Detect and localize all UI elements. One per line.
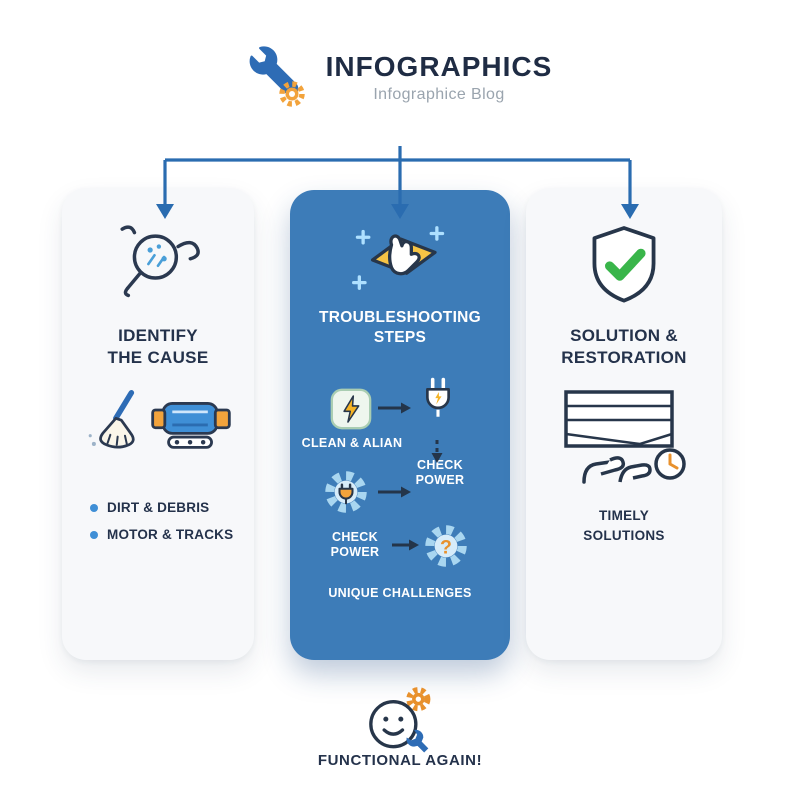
wipe-hand-icon — [352, 226, 445, 290]
card-solution-restoration: SOLUTION & RESTORATION TIMELY SOLUTIONS — [526, 188, 722, 660]
list-item: DIRT & DEBRIS — [90, 500, 233, 515]
solution-title-line2: RESTORATION — [561, 348, 687, 368]
cause-bullet-list: DIRT & DEBRIS MOTOR & TRACKS — [90, 500, 233, 542]
card-troubleshooting: TROUBLESHOOTING STEPS CLEAN & ALIAN CHEC… — [290, 190, 510, 660]
header: INFOGRAPHICS Infographice Blog — [0, 44, 800, 110]
plug-icon — [426, 377, 450, 417]
bullet-dot-icon — [90, 530, 98, 539]
bullet-label: MOTOR & TRACKS — [107, 527, 234, 542]
step1-label: CLEAN & ALIAN — [301, 436, 403, 450]
list-item: MOTOR & TRACKS — [90, 527, 233, 542]
bullet-label: DIRT & DEBRIS — [107, 500, 210, 515]
svg-text:?: ? — [440, 536, 452, 558]
solution-label-line1: TIMELY — [598, 508, 650, 523]
gear-icon — [278, 81, 305, 107]
troubleshooting-title-line2: STEPS — [373, 329, 427, 347]
solution-title: SOLUTION & RESTORATION — [526, 325, 722, 369]
card-identify-cause: IDENTIFY THE CAUSE — [62, 188, 254, 660]
step2-label: CHECK POWER — [402, 458, 478, 489]
bullet-dot-icon — [90, 503, 98, 512]
step4-label: UNIQUE CHALLENGES — [328, 586, 472, 600]
step3-label-line2: POWER — [330, 545, 380, 560]
garage-door-icon — [564, 390, 686, 484]
cause-icons — [62, 386, 254, 458]
identify-title: IDENTIFY THE CAUSE — [62, 325, 254, 369]
identify-title-line1: IDENTIFY — [118, 326, 198, 345]
smiley-repair-icon — [369, 687, 431, 753]
power-box-icon — [330, 388, 372, 430]
header-logo — [248, 44, 312, 110]
footer-caption: FUNCTIONAL AGAIN! — [317, 752, 483, 769]
magnifier-icon — [120, 225, 200, 298]
identify-title-line2: THE CAUSE — [107, 348, 209, 368]
gear-question-icon: ? — [425, 525, 467, 567]
step2-label-line1: CHECK — [417, 458, 463, 472]
page-subtitle: Infographice Blog — [373, 85, 505, 103]
solution-title-line1: SOLUTION & — [570, 326, 678, 345]
step3-label-line1: CHECK — [332, 530, 378, 544]
step3-label: CHECK POWER — [316, 530, 394, 561]
header-text: INFOGRAPHICS Infographice Blog — [326, 51, 553, 104]
motor-icon — [151, 402, 231, 449]
step2-label-line2: POWER — [415, 473, 465, 488]
broom-icon — [88, 390, 135, 449]
solution-label: TIMELY SOLUTIONS — [526, 506, 722, 545]
troubleshooting-title: TROUBLESHOOTING STEPS — [290, 308, 510, 348]
gear-plug-icon — [325, 471, 367, 513]
solution-label-line2: SOLUTIONS — [583, 527, 665, 543]
page-title: INFOGRAPHICS — [325, 50, 553, 82]
shield-check-icon — [592, 226, 656, 303]
troubleshooting-title-line1: TROUBLESHOOTING — [318, 309, 482, 326]
